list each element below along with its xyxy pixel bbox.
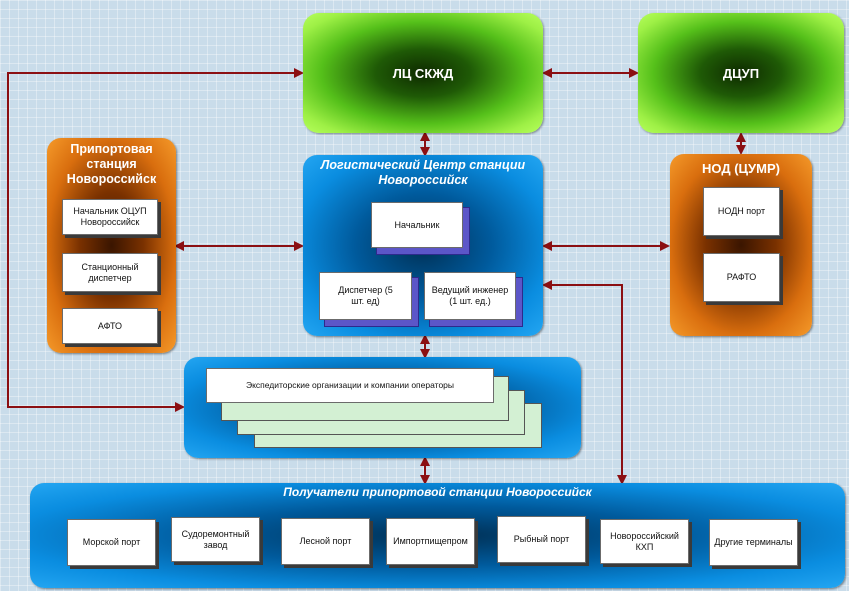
pripor-item-afto[interactable]: АФТО	[62, 308, 158, 344]
pripor-title-line2: станция	[86, 157, 137, 171]
expeditors-box[interactable]: Экспедиторские организации и компании оп…	[184, 357, 581, 458]
dcup-label: ДЦУП	[722, 65, 760, 81]
recipient-item-timber-port[interactable]: Лесной порт	[281, 518, 370, 565]
lc-skzhd-box[interactable]: ЛЦ СКЖД	[303, 13, 543, 133]
pripor-item-ocup-head[interactable]: Начальник ОЦУП Новороссийск	[62, 199, 158, 235]
recipient-item-sea-port[interactable]: Морской порт	[67, 519, 156, 566]
nod-title: НОД (ЦУМР)	[702, 161, 780, 176]
center-title-line2: Новороссийск	[378, 173, 468, 187]
center-head-box[interactable]: Начальник	[371, 202, 463, 248]
center-title-line1: Логистический Центр станции	[320, 158, 526, 172]
recipients-box[interactable]: Получатели припортовой станции Новоросси…	[30, 483, 845, 588]
pripor-title: Припортовая станция Новороссийск	[47, 142, 176, 187]
recipients-title: Получатели припортовой станции Новоросси…	[283, 485, 592, 499]
recipient-item-fish-port[interactable]: Рыбный порт	[497, 516, 586, 563]
pripor-title-line1: Припортовая	[70, 142, 153, 156]
dcup-box[interactable]: ДЦУП	[638, 13, 844, 133]
center-engineer-box[interactable]: Ведущий инженер (1 шт. ед.)	[424, 272, 516, 320]
recipient-item-other-terminals[interactable]: Другие терминалы	[709, 519, 798, 566]
pripor-title-line3: Новороссийск	[66, 172, 157, 186]
nod-box[interactable]: НОД (ЦУМР) НОДН порт РАФТО	[670, 154, 812, 336]
expeditors-label-box[interactable]: Экспедиторские организации и компании оп…	[206, 368, 494, 403]
logistics-center-box[interactable]: Логистический Центр станции Новороссийск…	[303, 155, 543, 336]
recipient-item-importpishcheprom[interactable]: Импортпищепром	[386, 518, 475, 565]
center-title: Логистический Центр станции Новороссийск	[303, 158, 543, 188]
connector-lc-to-expeditors	[7, 68, 304, 412]
lc-skzhd-label: ЛЦ СКЖД	[392, 65, 454, 81]
center-dispatcher-box[interactable]: Диспетчер (5 шт. ед)	[319, 272, 412, 320]
nod-item-rafto[interactable]: РАФТО	[703, 253, 780, 302]
recipient-item-ship-repair[interactable]: Судоремонтный завод	[171, 517, 260, 562]
pripor-station-box[interactable]: Припортовая станция Новороссийск Начальн…	[47, 138, 176, 353]
connector-center-recipients	[542, 280, 627, 485]
recipient-item-khp[interactable]: Новороссийский КХП	[600, 519, 689, 564]
nod-item-nodn-port[interactable]: НОДН порт	[703, 187, 780, 236]
pripor-item-dispatcher[interactable]: Станционный диспетчер	[62, 253, 158, 292]
